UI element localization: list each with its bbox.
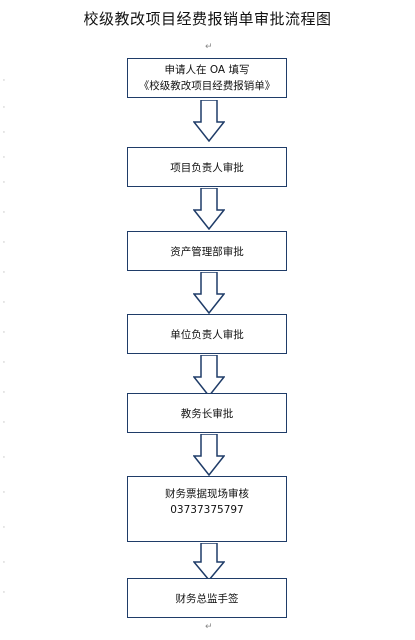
flow-step-unit-leader: 单位负责人审批 — [127, 314, 287, 354]
flow-step-finance-onsite-review: 财务票据现场审核 03737375797 — [127, 476, 287, 542]
flow-step-apply: 申请人在 OA 填写 《校级教改项目经费报销单》 — [127, 58, 287, 98]
paragraph-mark: ↵ — [205, 42, 213, 52]
step-text: 财务总监手签 — [175, 593, 239, 605]
down-arrow — [193, 100, 225, 142]
step-text: 申请人在 OA 填写 — [164, 64, 250, 76]
step-text: 教务长审批 — [180, 408, 234, 420]
down-arrow — [193, 272, 225, 314]
step-text: 单位负责人审批 — [170, 329, 244, 341]
down-arrow — [193, 188, 225, 230]
down-arrow — [193, 434, 225, 476]
step-text: 项目负责人审批 — [170, 162, 244, 174]
down-arrow — [193, 355, 225, 397]
step-text: 资产管理部审批 — [170, 246, 244, 258]
flow-step-provost: 教务长审批 — [127, 393, 287, 433]
phone-number: 03737375797 — [170, 504, 244, 516]
step-text: 财务票据现场审核 — [165, 488, 249, 500]
paragraph-mark: ↵ — [323, 12, 331, 22]
step-text: 《校级教改项目经费报销单》 — [138, 80, 276, 92]
flow-step-project-leader: 项目负责人审批 — [127, 147, 287, 187]
flow-step-asset-management: 资产管理部审批 — [127, 231, 287, 271]
diagram-title: 校级教改项目经费报销单审批流程图 — [83, 10, 332, 28]
paragraph-mark: ↵ — [205, 622, 213, 632]
down-arrow — [193, 543, 225, 581]
flow-step-finance-director: 财务总监手签 — [127, 578, 287, 618]
